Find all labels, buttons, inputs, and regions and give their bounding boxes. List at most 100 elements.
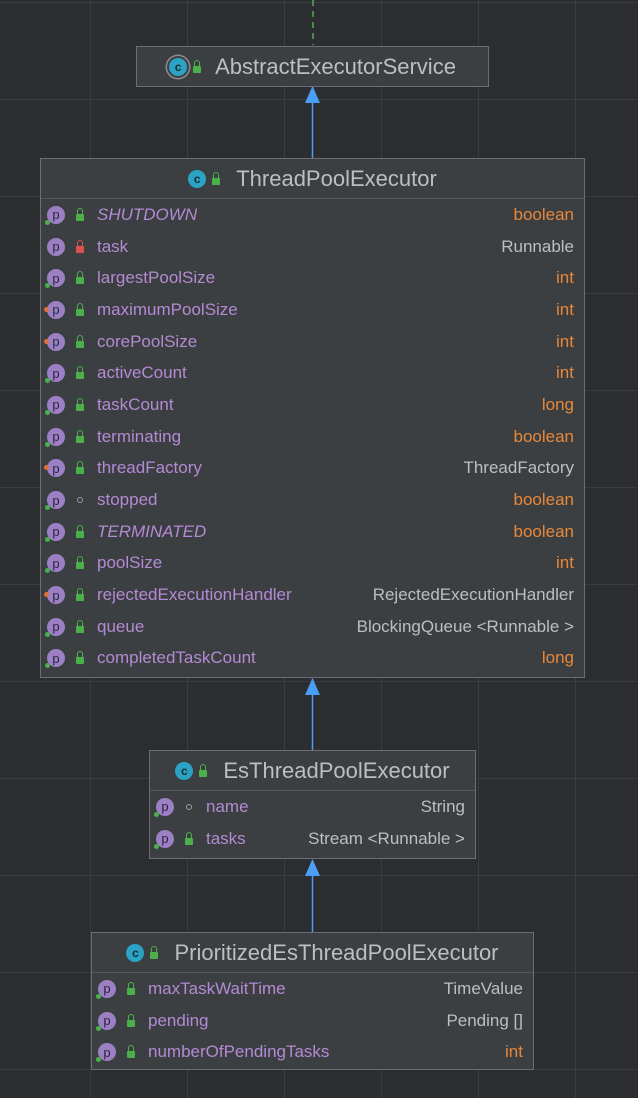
mod-slot: [71, 366, 89, 380]
lock-open-icon: [76, 366, 84, 380]
lock-open-icon: [76, 429, 84, 443]
property-p-icon: p: [45, 554, 65, 574]
lock-open-icon: [76, 271, 84, 285]
property-p-icon: p: [45, 364, 65, 384]
mod-slot: [122, 1013, 140, 1027]
field-name: largestPoolSize: [97, 268, 216, 288]
lock-open-icon: [76, 302, 84, 316]
field-row[interactable]: p tasks Stream <Runnable >: [150, 823, 475, 855]
field-row[interactable]: p task Runnable: [41, 231, 584, 263]
field-row[interactable]: p terminating boolean: [41, 421, 584, 453]
class-c-icon: c: [126, 943, 145, 962]
property-p-icon: p: [44, 300, 65, 319]
field-name: maxTaskWaitTime: [148, 978, 286, 998]
field-type: int: [556, 331, 574, 351]
field-name: TERMINATED: [97, 521, 207, 541]
mod-slot: [71, 207, 89, 221]
lock-open-icon: [150, 945, 159, 959]
field-row[interactable]: p pending Pending []: [92, 1005, 533, 1037]
field-row[interactable]: p numberOfPendingTasks int: [92, 1036, 533, 1068]
node-header: c ThreadPoolExecutor: [41, 159, 584, 199]
mod-slot: [71, 461, 89, 475]
lock-open-icon: [76, 461, 84, 475]
field-type: long: [541, 394, 574, 414]
node-abstract-executor-service[interactable]: c AbstractExecutorService: [136, 46, 489, 87]
mod-slot: [71, 588, 89, 602]
arrowhead-es: [305, 859, 320, 876]
field-type: int: [556, 268, 574, 288]
field-row[interactable]: p maximumPoolSize int: [41, 294, 584, 326]
field-row[interactable]: p stopped boolean: [41, 484, 584, 516]
field-type: BlockingQueue <Runnable >: [356, 616, 574, 636]
field-row[interactable]: p TERMINATED boolean: [41, 516, 584, 548]
field-row[interactable]: p activeCount int: [41, 357, 584, 389]
class-name: EsThreadPoolExecutor: [223, 757, 450, 783]
field-row[interactable]: p rejectedExecutionHandler RejectedExecu…: [41, 579, 584, 611]
node-header: c EsThreadPoolExecutor: [150, 751, 475, 791]
field-name: terminating: [97, 426, 182, 446]
lock-open-icon: [185, 831, 193, 845]
field-name: stopped: [97, 490, 158, 510]
lock-open-icon: [76, 207, 84, 221]
field-row[interactable]: p maxTaskWaitTime TimeValue: [92, 973, 533, 1005]
field-row[interactable]: p threadFactory ThreadFactory: [41, 453, 584, 485]
field-row[interactable]: p corePoolSize int: [41, 326, 584, 358]
field-type: Pending []: [446, 1010, 523, 1030]
property-p-icon: p: [45, 522, 65, 542]
field-name: threadFactory: [97, 458, 202, 478]
property-p-icon: p: [96, 1043, 116, 1063]
field-type: Stream <Runnable >: [308, 828, 465, 848]
field-type: int: [505, 1042, 523, 1062]
mod-slot: [71, 556, 89, 570]
mod-slot: [71, 651, 89, 665]
circle-icon: [186, 803, 192, 810]
mod-slot: [180, 831, 198, 845]
field-name: completedTaskCount: [97, 648, 256, 668]
arrowhead-abstract: [305, 86, 320, 103]
mod-slot: [71, 397, 89, 411]
field-row[interactable]: p name String: [150, 791, 475, 823]
property-p-icon: p: [154, 797, 174, 817]
field-row[interactable]: p completedTaskCount long: [41, 643, 584, 675]
lock-open-icon: [76, 397, 84, 411]
lock-open-icon: [212, 171, 221, 185]
field-name: poolSize: [97, 553, 163, 573]
node-thread-pool-executor[interactable]: c ThreadPoolExecutor p SHUTDOWN boolean …: [40, 158, 585, 678]
field-row[interactable]: p taskCount long: [41, 389, 584, 421]
field-row[interactable]: p SHUTDOWN boolean: [41, 199, 584, 231]
property-p-icon: p: [96, 979, 116, 999]
lock-open-icon: [76, 619, 84, 633]
lock-closed-icon: [76, 239, 84, 253]
field-type: int: [556, 363, 574, 383]
property-p-icon: p: [45, 649, 65, 669]
property-p-icon: p: [44, 459, 65, 478]
lock-open-icon: [76, 556, 84, 570]
class-name: AbstractExecutorService: [215, 54, 456, 79]
mod-slot: [122, 1045, 140, 1059]
field-type: int: [556, 299, 574, 319]
field-row[interactable]: p poolSize int: [41, 548, 584, 580]
lock-open-icon: [193, 60, 202, 73]
lock-open-icon: [127, 981, 135, 995]
field-type: TimeValue: [443, 978, 523, 998]
mod-slot: [71, 619, 89, 633]
property-p-icon: p: [154, 829, 174, 849]
field-name: corePoolSize: [97, 331, 198, 351]
field-name: pending: [148, 1010, 209, 1030]
circle-icon: [77, 497, 83, 504]
property-p-icon: p: [45, 395, 65, 415]
field-row[interactable]: p largestPoolSize int: [41, 262, 584, 294]
field-type: ThreadFactory: [463, 458, 574, 478]
node-prioritized-es-thread-pool-executor[interactable]: c PrioritizedEsThreadPoolExecutor p maxT…: [91, 932, 534, 1070]
node-es-thread-pool-executor[interactable]: c EsThreadPoolExecutor p name String p t…: [149, 750, 476, 859]
lock-open-icon: [76, 651, 84, 665]
field-type: int: [556, 553, 574, 573]
class-c-icon: c: [175, 761, 194, 780]
mod-slot: [71, 524, 89, 538]
field-type: boolean: [513, 426, 574, 446]
mod-slot: [180, 803, 198, 810]
field-type: RejectedExecutionHandler: [372, 585, 574, 605]
field-row[interactable]: p queue BlockingQueue <Runnable >: [41, 611, 584, 643]
mod-slot: [122, 981, 140, 995]
